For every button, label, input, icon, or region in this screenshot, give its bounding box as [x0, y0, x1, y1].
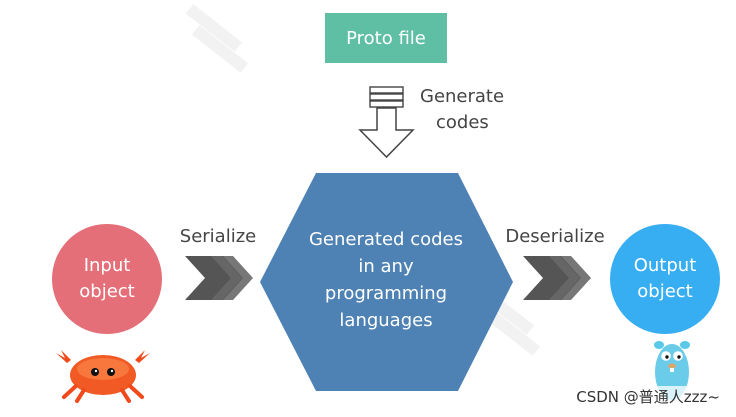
- center-line-1: Generated codes: [308, 229, 463, 250]
- center-line-4: languages: [339, 310, 433, 331]
- serialize-label: Serialize: [179, 226, 257, 247]
- faint-watermark-top: [185, 4, 249, 73]
- document-stack-icon: [369, 86, 404, 108]
- output-object-line-2: object: [637, 281, 693, 302]
- input-object-line-2: object: [79, 281, 135, 302]
- center-line-2: in any: [358, 256, 414, 277]
- center-node-text: Generated codes in any programming langu…: [296, 226, 476, 334]
- serialize-chevrons-icon: [185, 256, 253, 300]
- crab-mascot-icon: [56, 350, 150, 403]
- proto-file-box: Proto file: [325, 13, 447, 63]
- generate-line-1: Generate: [420, 86, 505, 107]
- deserialize-chevrons-icon: [523, 256, 591, 300]
- output-object-node: Output object: [610, 224, 720, 334]
- output-object-line-1: Output: [633, 255, 697, 276]
- csdn-watermark: CSDN @普通人zzz~: [574, 386, 722, 407]
- input-object-line-1: Input: [83, 255, 131, 276]
- center-line-3: programming: [324, 283, 448, 304]
- deserialize-label: Deserialize: [505, 226, 605, 247]
- input-object-node: Input object: [52, 224, 162, 334]
- generate-line-2: codes: [436, 112, 489, 133]
- proto-file-label: Proto file: [346, 27, 426, 49]
- center-hexagon: [260, 173, 513, 391]
- generate-codes-label: Generate codes: [420, 84, 504, 136]
- arrow-down-icon: [358, 107, 415, 159]
